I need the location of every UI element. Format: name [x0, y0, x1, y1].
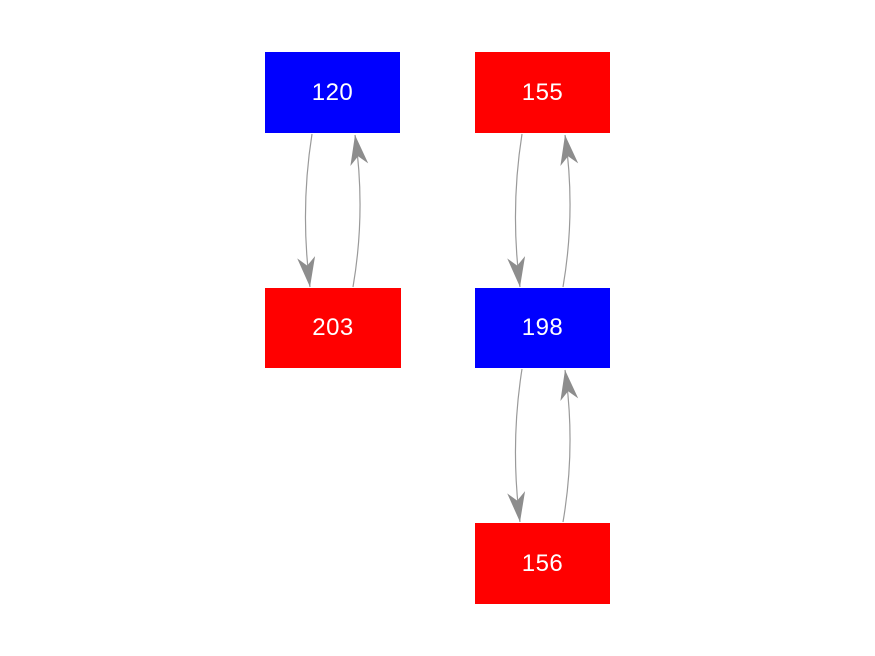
node-label: 120	[311, 78, 354, 106]
graph-node-198[interactable]: 198	[475, 288, 610, 368]
graph-node-120[interactable]: 120	[265, 52, 400, 133]
edge-arrow-203-120	[350, 134, 369, 288]
edge-arrow-155-198	[507, 133, 526, 288]
edge-arrow-198-155	[560, 134, 579, 288]
node-label: 156	[521, 549, 564, 577]
node-label: 155	[521, 78, 564, 106]
edge-arrow-120-203	[297, 133, 316, 288]
node-label: 203	[312, 314, 354, 341]
edge-arrow-198-156	[507, 368, 526, 523]
node-label: 198	[521, 314, 564, 341]
edge-arrow-156-198	[560, 369, 579, 523]
graph-node-156[interactable]: 156	[475, 523, 610, 604]
graph-node-203[interactable]: 203	[265, 288, 401, 368]
graph-node-155[interactable]: 155	[475, 52, 610, 133]
